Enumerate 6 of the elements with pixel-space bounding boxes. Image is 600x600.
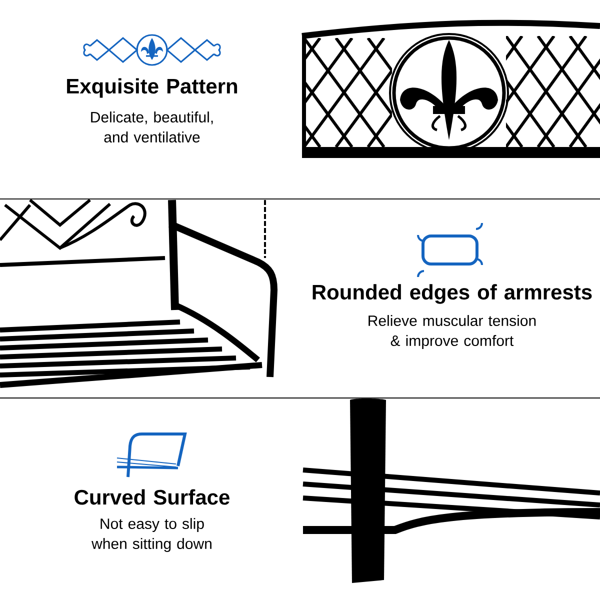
feature-description: Relieve muscular tension & improve comfort — [368, 315, 536, 349]
feature-description: Delicate, beautiful, and ventilative — [91, 112, 213, 142]
feature-heading: Curved Surface — [74, 489, 230, 505]
feature-heading: Rounded edges of armrests — [312, 284, 592, 304]
feature-heading: Exquisite Pattern — [67, 78, 238, 98]
feature-description: Not easy to slip when sitting down — [92, 518, 212, 552]
